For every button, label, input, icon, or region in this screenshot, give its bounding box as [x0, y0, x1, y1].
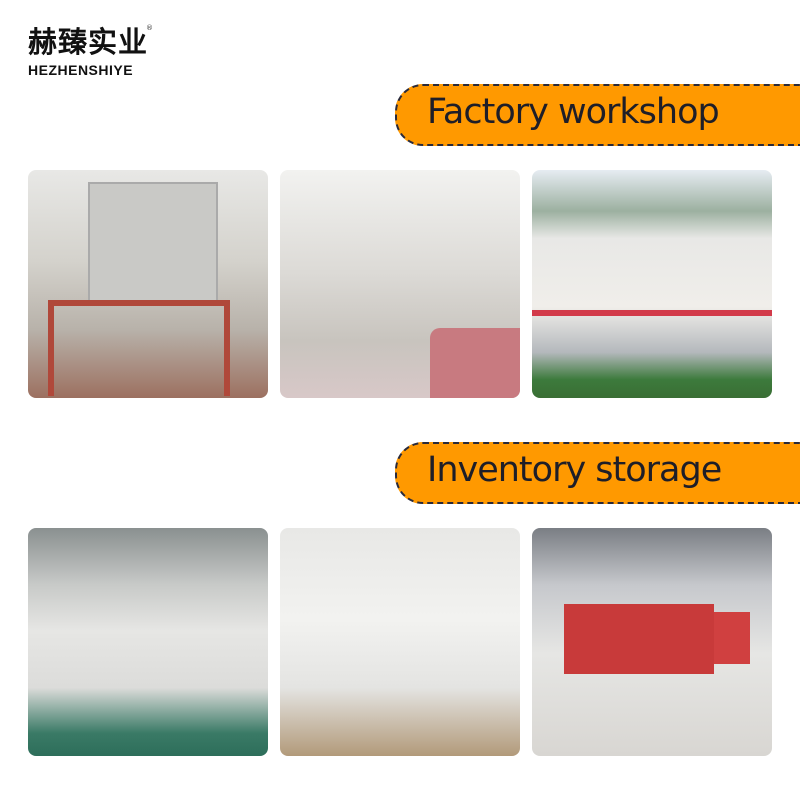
stacked-sacks-photo — [280, 528, 520, 756]
brand-name-cn: 赫臻实业 — [28, 25, 149, 59]
registered-mark: ® — [146, 24, 153, 32]
section-title: Factory workshop — [427, 92, 720, 132]
section-banner-factory: Factory workshop — [395, 84, 800, 146]
production-line-photo — [280, 170, 520, 398]
stacked-bags-warehouse-photo — [28, 528, 268, 756]
storage-tanks-photo — [532, 170, 772, 398]
cooling-tower-photo — [28, 170, 268, 398]
section-title: Inventory storage — [427, 450, 722, 490]
brand-name-en: HEZHENSHIYE — [28, 62, 134, 78]
truck-loading-photo — [532, 528, 772, 756]
brand-logo: 赫臻实业 ® HEZHENSHIYE — [28, 24, 153, 78]
section-banner-inventory: Inventory storage — [395, 442, 800, 504]
